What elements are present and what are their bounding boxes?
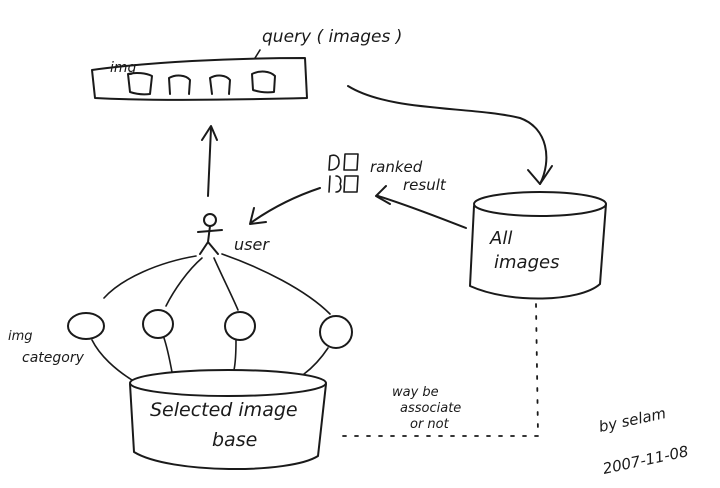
img-category-label-line2: category xyxy=(22,350,85,366)
image-thumbnail-icon xyxy=(328,175,342,193)
query-thumbnails xyxy=(127,70,276,96)
selected-base-label-line1: Selected image xyxy=(150,399,298,421)
ranked-label-line1: ranked xyxy=(370,158,423,176)
image-thumbnail-icon xyxy=(209,74,231,95)
category-node xyxy=(319,315,353,349)
query-img-label: img xyxy=(110,60,137,76)
img-category-label-line1: img xyxy=(8,329,33,344)
category-node xyxy=(142,309,174,339)
author-signature: by selam xyxy=(597,404,667,436)
image-thumbnail-icon xyxy=(168,74,191,95)
selected-base-label-line2: base xyxy=(212,429,257,451)
ranked-result-thumbnails xyxy=(328,153,359,193)
stick-figure-icon xyxy=(197,213,223,255)
author-date: 2007-11-08 xyxy=(601,442,690,478)
all-images-label-line2: images xyxy=(494,252,559,273)
selected-image-base-cylinder xyxy=(129,369,327,470)
image-thumbnail-icon xyxy=(251,70,276,94)
arrow-user-to-query xyxy=(201,125,218,197)
image-thumbnail-icon xyxy=(127,71,153,96)
query-label: query ( images ) xyxy=(262,27,402,47)
arrow-query-to-all-images xyxy=(347,85,553,185)
category-node xyxy=(67,312,105,340)
association-label-line1: way be xyxy=(392,385,439,400)
all-images-cylinder xyxy=(469,191,607,300)
association-label-line3: or not xyxy=(410,417,450,432)
arrow-ranked-to-user xyxy=(249,187,321,225)
association-dotted-link xyxy=(339,303,539,437)
category-node xyxy=(224,311,256,341)
category-nodes xyxy=(67,309,353,349)
all-images-label-line1: All xyxy=(489,228,512,249)
image-thumbnail-icon xyxy=(343,153,359,171)
category-base-links xyxy=(91,337,329,381)
arrow-all-images-to-ranked xyxy=(375,185,467,229)
association-label-line2: associate xyxy=(400,401,461,416)
ranked-label-line2: result xyxy=(403,176,447,194)
user-category-links xyxy=(103,253,331,315)
image-thumbnail-icon xyxy=(328,154,340,171)
query-bar xyxy=(91,49,308,101)
user-label: user xyxy=(234,235,270,254)
image-thumbnail-icon xyxy=(343,175,359,193)
